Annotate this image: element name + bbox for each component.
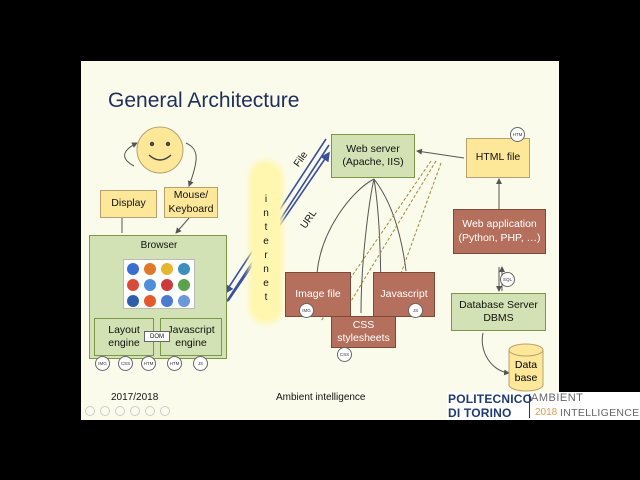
internet-letter: i [264,194,268,205]
intelligence-label: INTELLIGENCE [560,407,640,419]
js-file-tag-label: JS [412,308,419,313]
slide: General Architecture Display Mouse/ Keyb… [81,61,559,420]
htm-tag-label-2: HTM [169,361,180,366]
internet-letter: n [263,264,269,275]
db-server-label-1: Database Server [459,298,538,311]
nav-pen-icon[interactable] [115,406,125,416]
web-server-box: Web server (Apache, IIS) [331,134,415,178]
internet-letter: t [264,292,268,303]
browser-label: Browser [140,240,178,251]
internet-letter: n [263,208,269,219]
dom-label: DOM [150,333,164,340]
footer-year: 2017/2018 [111,392,159,403]
layout-engine-label-2: engine [108,337,140,349]
css-file-tag-label: CSS [339,352,350,357]
img-file-tag-icon: IMG [299,303,314,318]
internet-letters: i n t e r n e t [252,193,280,305]
database-cylinder-icon [508,343,544,392]
htm-tag-icon: HTM [141,356,156,371]
internet-letter: e [263,278,269,289]
browser-logo-grid-icon [127,263,190,307]
nav-next-icon[interactable] [100,406,110,416]
browser-box: Browser Layout engine Javascript engine … [89,235,227,359]
database-label-1: Data [514,358,538,371]
js-file-tag-icon: JS [408,303,423,318]
slide-title: General Architecture [108,89,300,112]
javascript-file-box: Javascript [373,272,435,317]
js-tag-label: JS [197,361,204,366]
nav-view-icon[interactable] [130,406,140,416]
logo-year: 2018 [535,407,558,418]
web-application-box: Web application (Python, PHP, …) [453,209,546,254]
js-tag-icon: JS [193,356,208,371]
db-server-label-2: DBMS [483,312,514,324]
internet-letter: r [264,250,268,261]
css-file-tag-icon: CSS [337,347,352,362]
database-label-2: base [514,372,538,384]
web-app-label-1: Web application [462,218,537,231]
css-tag-label: CSS [120,361,131,366]
htm-tag-label: HTM [143,361,154,366]
css-stylesheets-box: CSS stylesheets [331,316,396,348]
image-file-label: Image file [295,287,341,300]
internet-letter: e [263,236,269,247]
html-file-box: HTML file [466,138,530,178]
js-engine-label-1: Javascript [167,323,215,336]
image-file-box: Image file [285,272,351,317]
database-label-wrap: Data base [507,357,545,387]
database-server-box: Database Server DBMS [451,293,546,331]
web-server-label-2: (Apache, IIS) [342,156,404,168]
img-file-tag-label: IMG [302,308,311,313]
slide-navigation-controls[interactable] [85,406,175,416]
polito-logo-area: POLITECNICO DI TORINO 2018 AMBIENT INTEL… [447,392,640,420]
nav-zoom-icon[interactable] [145,406,155,416]
footer-center-text: Ambient intelligence [276,392,366,403]
smiley-user-icon [136,126,184,174]
nav-prev-icon[interactable] [85,406,95,416]
internet-cloud: i n t e r n e t [252,163,280,321]
htm-file-tag-label: HTM [512,132,523,137]
ambient-label: AMBIENT [531,392,584,404]
display-box: Display [100,190,157,218]
img-tag-label: IMG [98,361,107,366]
logo-divider [529,394,530,418]
css-label-2: stylesheets [337,332,390,344]
display-label: Display [111,197,146,210]
sql-tag-icon: SQL [500,272,515,287]
mouse-label: Mouse/ [173,189,209,202]
htm-file-tag-icon: HTM [510,127,525,142]
web-app-label-2: (Python, PHP, …) [458,231,541,244]
sql-tag-label: SQL [502,277,512,282]
keyboard-label: Keyboard [168,202,214,215]
nav-more-icon[interactable] [160,406,170,416]
mouse-keyboard-box: Mouse/ Keyboard [164,187,218,218]
js-engine-box: Javascript engine [160,318,222,356]
polito-line2: DI TORINO [448,406,512,420]
css-label-1: CSS [352,318,375,331]
dom-arrow: DOM [144,331,170,342]
web-server-label-1: Web server [346,142,400,155]
javascript-file-label: Javascript [380,287,428,300]
internet-letter: t [264,222,268,233]
img-tag-icon: IMG [95,356,110,371]
css-tag-icon: CSS [118,356,133,371]
layout-engine-label-1: Layout [108,323,140,336]
browser-logos [123,259,195,309]
html-file-label: HTML file [475,151,521,164]
htm-tag-icon-2: HTM [167,356,182,371]
polito-line1: POLITECNICO [448,392,533,406]
js-engine-label-2: engine [175,337,207,349]
